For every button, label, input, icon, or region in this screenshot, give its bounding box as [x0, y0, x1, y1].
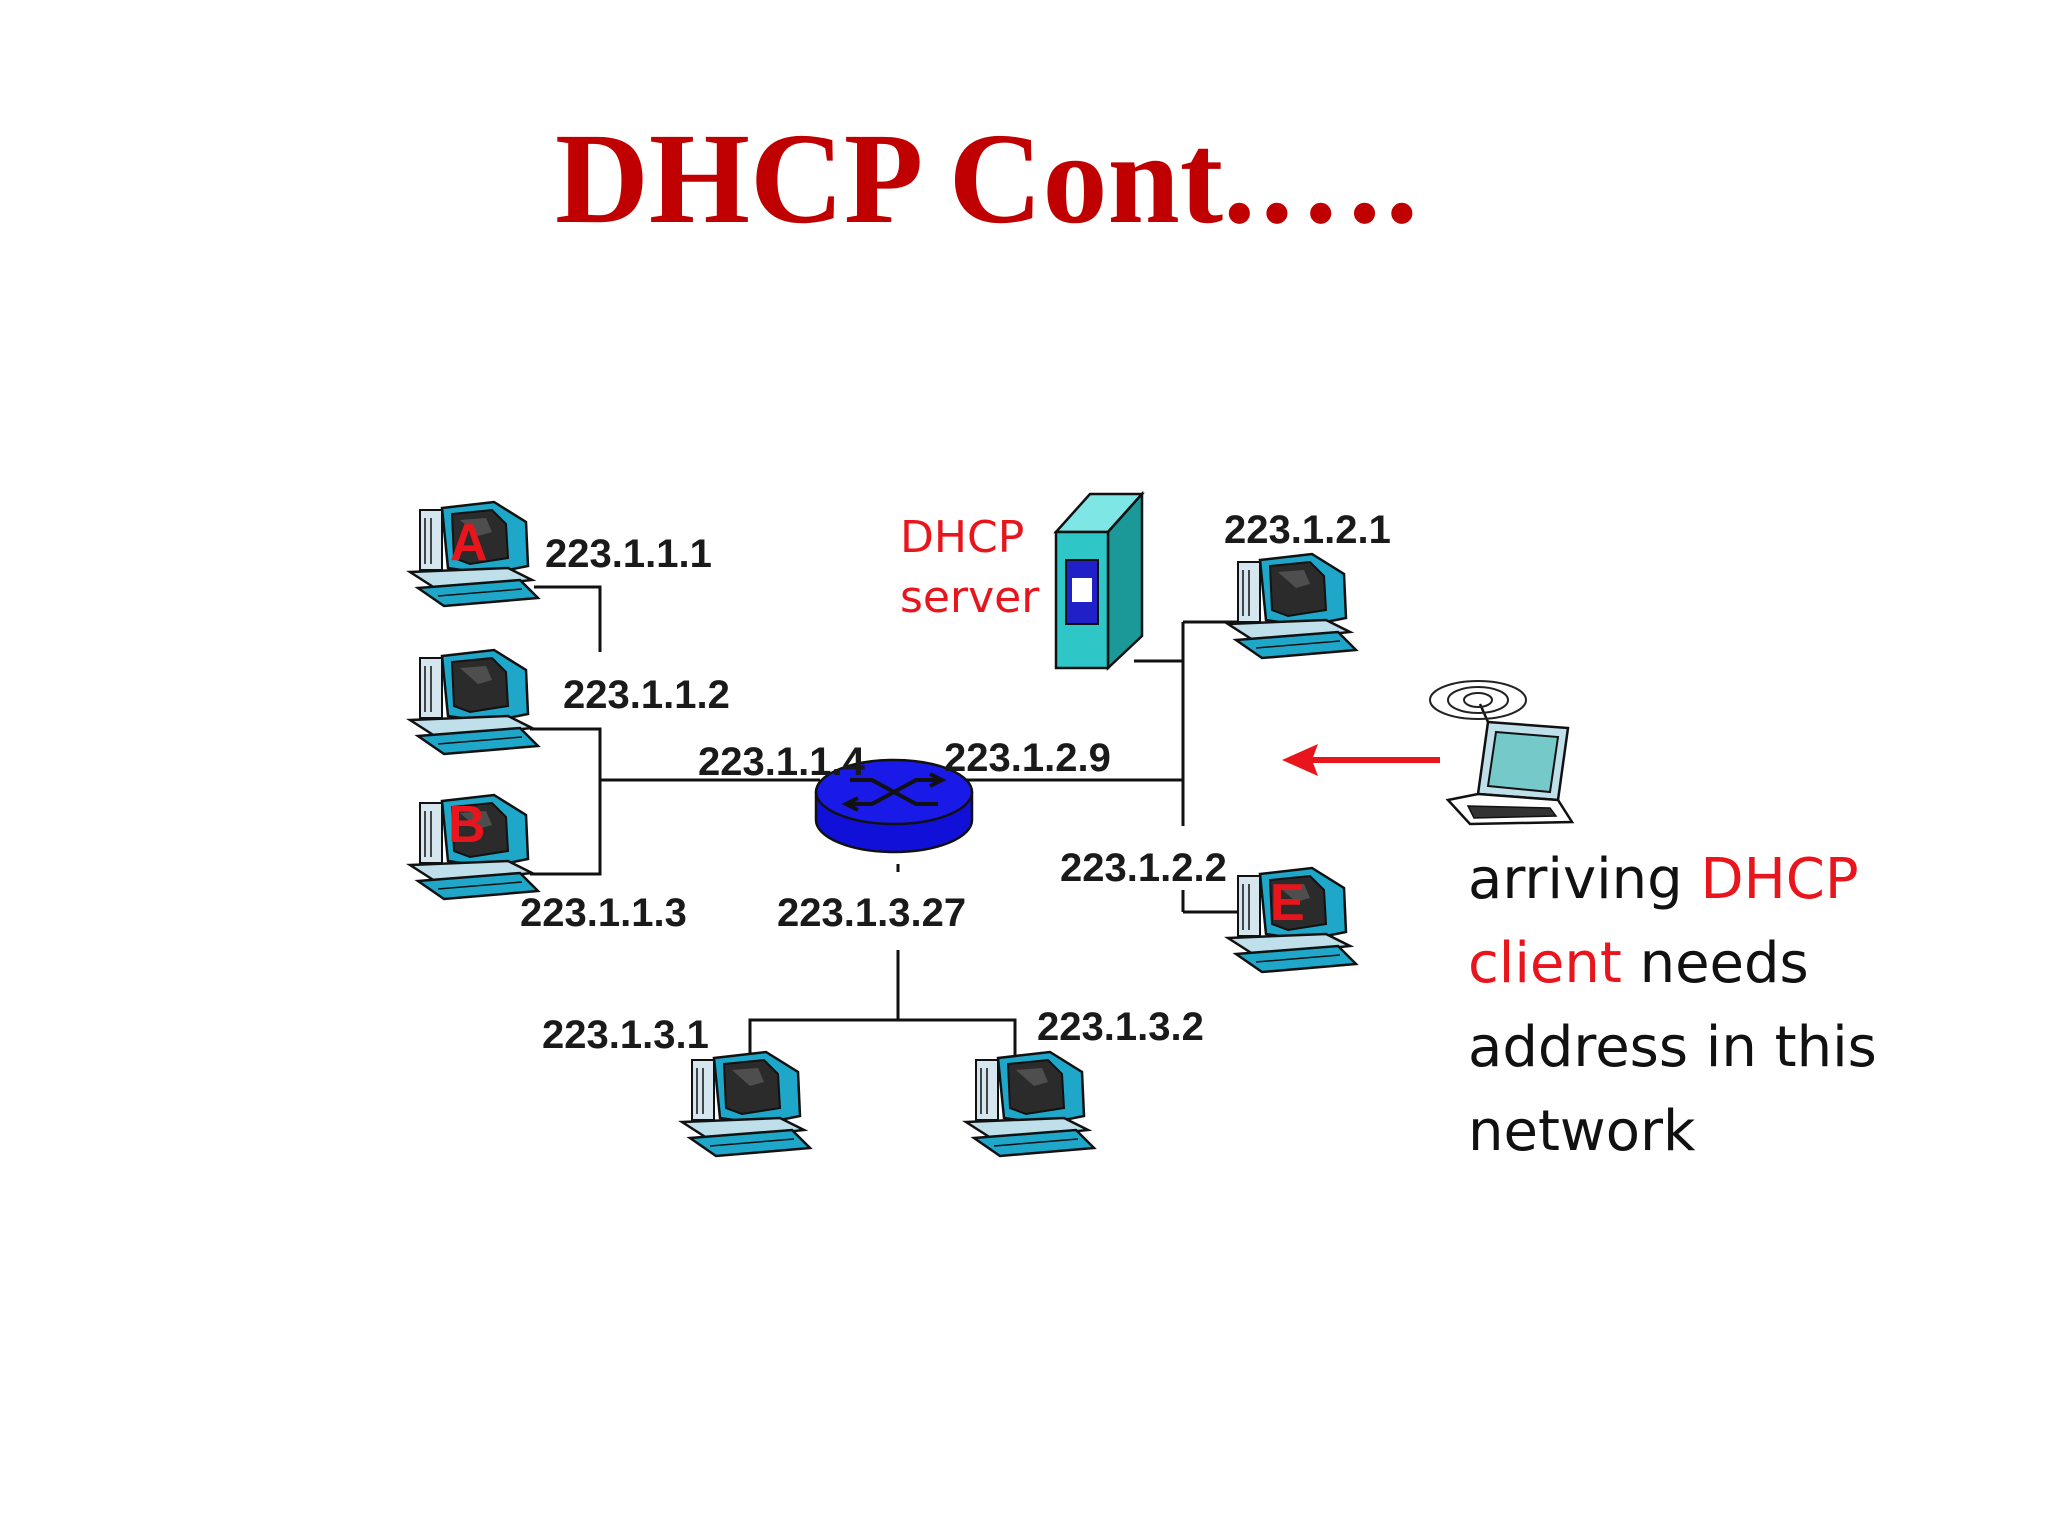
wireless-signal-icon [1429, 680, 1527, 720]
desktop-computer-icon [964, 1050, 1096, 1158]
caption-line-1: arriving DHCP [1468, 847, 1859, 912]
slide-title: DHCP Cont.…. [555, 107, 1418, 251]
desktop-computer-icon [680, 1050, 812, 1158]
ip-label: 223.1.3.27 [777, 891, 966, 935]
laptop-icon [1445, 703, 1575, 826]
server-label-line2: server [900, 572, 1040, 623]
ip-label: 223.1.1.1 [545, 532, 712, 576]
ip-label: 223.1.2.9 [944, 736, 1111, 780]
host-letter-e: E [1270, 874, 1305, 932]
ip-label: 223.1.3.1 [542, 1013, 709, 1057]
ip-label: 223.1.1.3 [520, 891, 687, 935]
caption-line-4: network [1468, 1099, 1696, 1164]
ip-label: 223.1.2.2 [1060, 846, 1227, 890]
caption-line-3: address in this [1468, 1015, 1877, 1080]
server-label-line1: DHCP [900, 512, 1024, 563]
ip-label: 223.1.2.1 [1224, 508, 1391, 552]
ip-label: 223.1.1.4 [698, 740, 866, 784]
ip-label: 223.1.1.2 [563, 673, 730, 717]
desktop-computer-icon [408, 648, 540, 756]
arrow-left-icon [1282, 744, 1440, 776]
ip-label: 223.1.3.2 [1037, 1005, 1204, 1049]
dhcp-server-icon [1053, 490, 1145, 671]
host-letter-b: B [448, 796, 486, 854]
desktop-computer-icon [1226, 552, 1358, 660]
router-icon [814, 758, 974, 854]
network-links [530, 585, 1240, 1075]
caption-line-2: client needs [1468, 931, 1809, 996]
host-letter-a: A [450, 514, 488, 572]
